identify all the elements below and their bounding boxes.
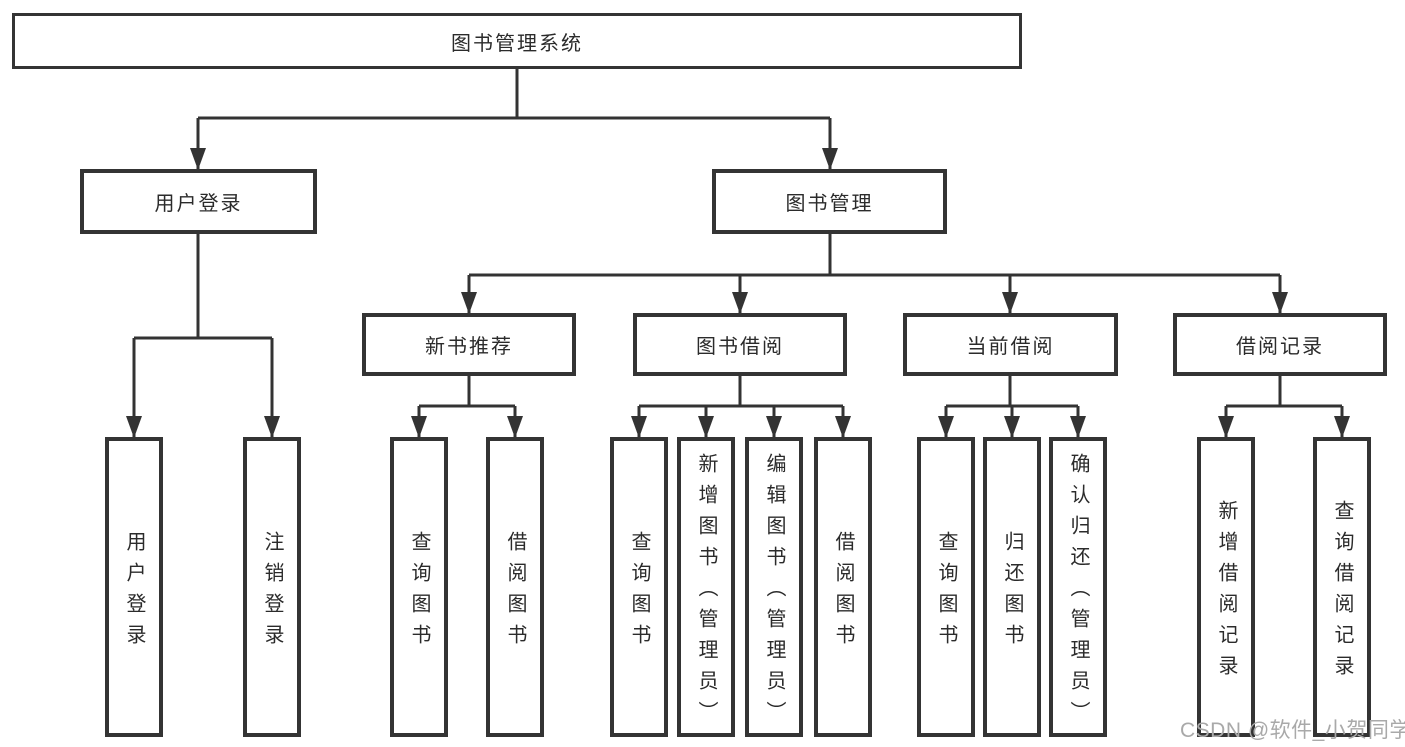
leaf-edit-books-admin-label: 编辑图书（管理员） bbox=[763, 453, 785, 732]
leaf-query-books-recommend: 查询图书 bbox=[390, 437, 448, 737]
node-new-book-recommendation-label: 新书推荐 bbox=[425, 336, 513, 358]
leaf-query-books-borrow-label: 查询图书 bbox=[628, 530, 650, 655]
node-book-borrowing: 图书借阅 bbox=[633, 313, 847, 376]
node-book-management-label: 图书管理 bbox=[785, 193, 874, 215]
leaf-borrow-books: 借阅图书 bbox=[814, 437, 872, 737]
leaf-borrow-books-label: 借阅图书 bbox=[832, 530, 854, 655]
node-user-login: 用户登录 bbox=[80, 169, 317, 234]
connector-level3-to-leaves bbox=[411, 406, 1350, 438]
leaf-query-books-current: 查询图书 bbox=[917, 437, 975, 737]
leaf-logout-label: 注销登录 bbox=[261, 530, 283, 655]
leaf-edit-books-admin: 编辑图书（管理员） bbox=[745, 437, 803, 737]
leaf-return-books: 归还图书 bbox=[983, 437, 1041, 737]
node-new-book-recommendation: 新书推荐 bbox=[362, 313, 576, 376]
node-book-management: 图书管理 bbox=[712, 169, 947, 234]
connector-trunks bbox=[134, 69, 1342, 408]
leaf-user-login-label: 用户登录 bbox=[123, 530, 145, 655]
connector-login-to-leaves bbox=[126, 338, 280, 438]
leaf-add-borrow-record-label: 新增借阅记录 bbox=[1215, 499, 1237, 686]
csdn-watermark: CSDN @软件_小贺同学 bbox=[1180, 719, 1405, 742]
node-root-system: 图书管理系统 bbox=[12, 13, 1022, 69]
leaf-user-login: 用户登录 bbox=[105, 437, 163, 737]
leaf-query-borrow-record-label: 查询借阅记录 bbox=[1331, 499, 1353, 686]
node-borrowing-records: 借阅记录 bbox=[1173, 313, 1387, 376]
leaf-return-books-label: 归还图书 bbox=[1001, 530, 1023, 655]
leaf-query-books-current-label: 查询图书 bbox=[935, 530, 957, 655]
leaf-confirm-return-admin-label: 确认归还（管理员） bbox=[1067, 453, 1089, 732]
node-borrowing-records-label: 借阅记录 bbox=[1236, 336, 1324, 358]
leaf-add-borrow-record: 新增借阅记录 bbox=[1197, 437, 1255, 737]
leaf-query-books-recommend-label: 查询图书 bbox=[408, 530, 430, 655]
leaf-query-books-borrow: 查询图书 bbox=[610, 437, 668, 737]
node-user-login-label: 用户登录 bbox=[154, 193, 243, 215]
leaf-borrow-books-recommend-label: 借阅图书 bbox=[504, 530, 526, 655]
leaf-confirm-return-admin: 确认归还（管理员） bbox=[1049, 437, 1107, 737]
leaf-query-borrow-record: 查询借阅记录 bbox=[1313, 437, 1371, 737]
node-root-label: 图书管理系统 bbox=[451, 32, 583, 55]
leaf-add-books-admin-label: 新增图书（管理员） bbox=[695, 453, 717, 732]
leaf-logout: 注销登录 bbox=[243, 437, 301, 737]
node-current-borrowing-label: 当前借阅 bbox=[966, 336, 1055, 358]
node-book-borrowing-label: 图书借阅 bbox=[696, 336, 784, 358]
node-current-borrowing: 当前借阅 bbox=[903, 313, 1118, 376]
connector-root-to-level2 bbox=[190, 118, 838, 170]
leaf-borrow-books-recommend: 借阅图书 bbox=[486, 437, 544, 737]
connector-management-to-level3 bbox=[461, 275, 1288, 314]
leaf-add-books-admin: 新增图书（管理员） bbox=[677, 437, 735, 737]
